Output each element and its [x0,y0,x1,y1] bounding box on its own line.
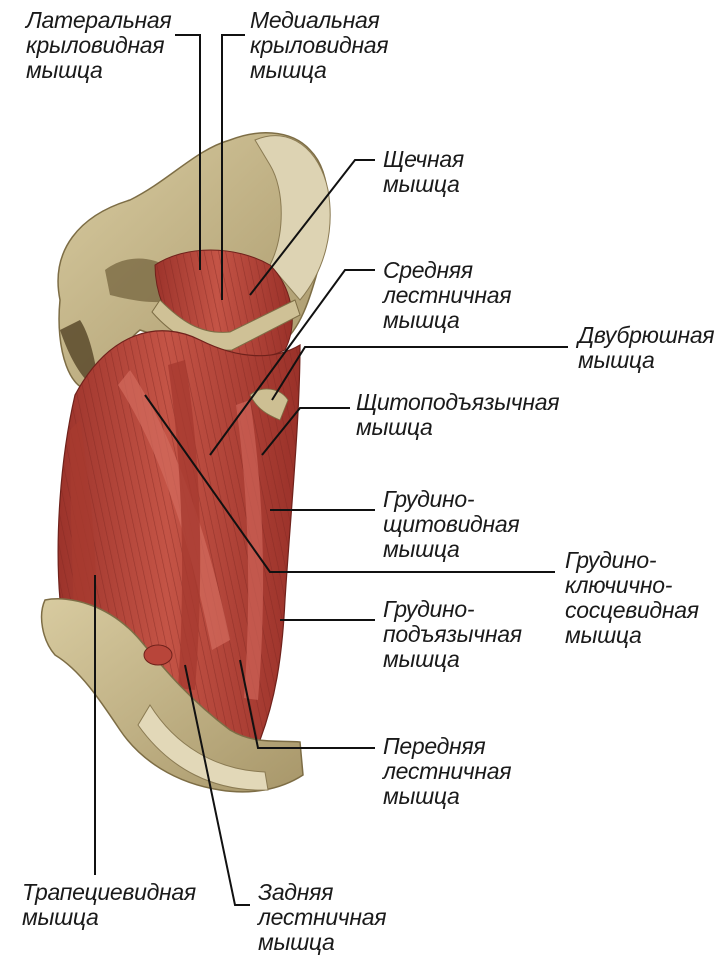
label-sternocleidomastoid: Грудино- ключично- сосцевидная мышца [565,548,699,648]
label-trapezius: Трапециевидная мышца [22,880,196,930]
label-medial-pterygoid: Медиальная крыловидная мышца [250,8,388,83]
label-middle-scalene: Средняя лестничная мышца [383,258,511,333]
label-lateral-pterygoid: Латеральная крыловидная мышца [26,8,171,83]
label-sternothyroid: Грудино- щитовидная мышца [383,487,519,562]
label-anterior-scalene: Передняя лестничная мышца [383,734,511,809]
clavicle-head [144,645,172,665]
label-posterior-scalene: Задняя лестничная мышца [258,880,386,955]
label-thyrohyoid: Щитоподъязычная мышца [356,390,559,440]
label-buccinator: Щечная мышца [383,147,464,197]
label-digastric: Двубрюшная мышца [578,323,714,373]
label-sternohyoid: Грудино- подъязычная мышца [383,597,522,672]
